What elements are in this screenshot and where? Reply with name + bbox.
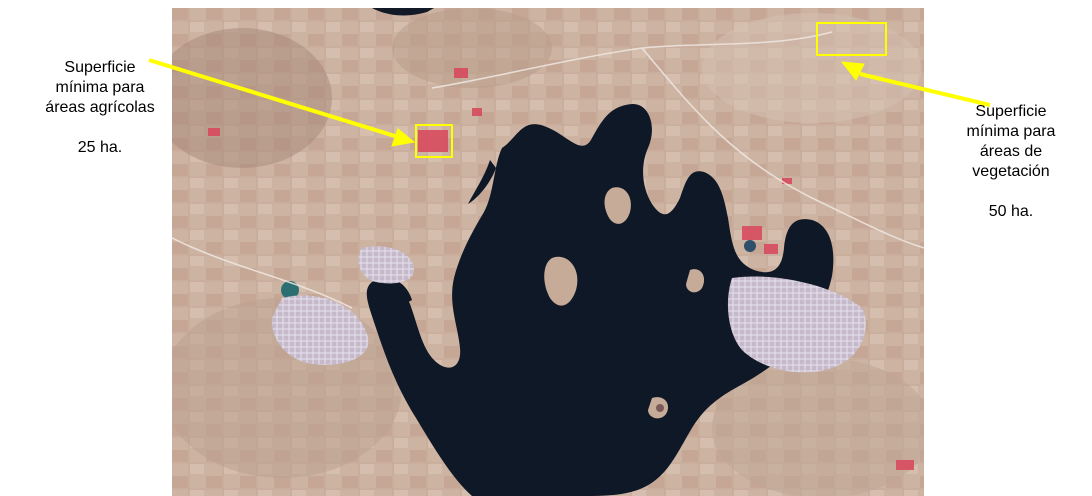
roads xyxy=(172,31,924,309)
urban-area-west xyxy=(271,246,415,365)
annotation-vegetation-line-2: mínima para xyxy=(966,123,1056,140)
satellite-scene xyxy=(172,8,924,496)
annotation-vegetation-area: 50 ha. xyxy=(988,203,1034,220)
annotation-vegetation-line-4: vegetación xyxy=(972,163,1050,180)
urban-area-east xyxy=(727,276,866,373)
annotation-vegetation: Superficie mínima para áreas de vegetaci… xyxy=(936,102,1086,222)
annotation-agricultural-line-1: Superficie xyxy=(64,59,136,76)
annotation-vegetation-line-1: Superficie xyxy=(975,103,1047,120)
annotation-agricultural-line-2: mínima para xyxy=(55,79,145,96)
satellite-image xyxy=(172,8,924,496)
reservoir-water xyxy=(366,103,834,496)
annotation-vegetation-line-3: áreas de xyxy=(979,143,1043,160)
annotation-agricultural-area: 25 ha. xyxy=(77,139,123,156)
annotation-agricultural: Superficie mínima para áreas agrícolas 2… xyxy=(20,58,180,158)
annotation-agricultural-line-3: áreas agrícolas xyxy=(45,99,155,116)
